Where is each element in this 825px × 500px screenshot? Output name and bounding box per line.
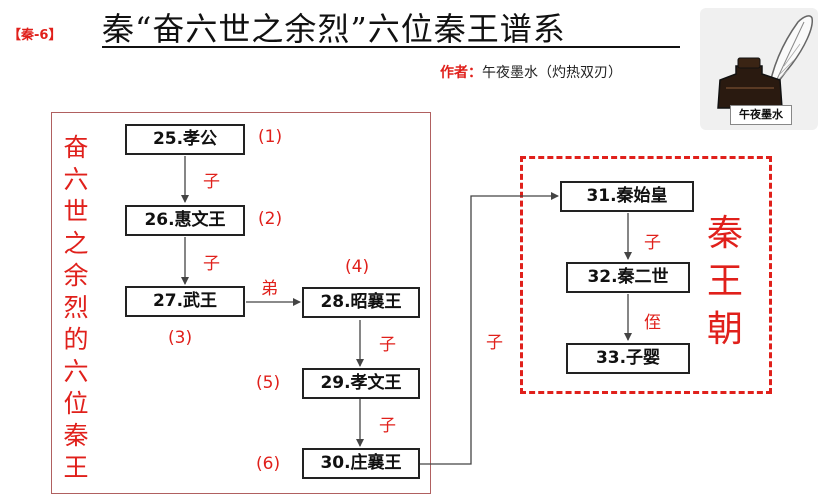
relation-label-son: 子 bbox=[203, 172, 220, 192]
relation-label-son: 子 bbox=[203, 254, 220, 274]
node-qinershi: 32.秦二世 bbox=[566, 262, 690, 293]
sequence-5: (5) bbox=[256, 373, 281, 393]
sequence-4: (4) bbox=[345, 257, 370, 277]
author-label: 作者： bbox=[440, 65, 482, 81]
title-underline bbox=[102, 46, 680, 48]
author-name: 午夜墨水（灼热双刃） bbox=[482, 65, 622, 81]
node-xiaowenwang: 29.孝文王 bbox=[302, 368, 420, 399]
relation-label-son: 子 bbox=[379, 416, 396, 436]
relation-label-son: 子 bbox=[379, 335, 396, 355]
six-kings-frame bbox=[51, 112, 431, 494]
ink-bottle-quill-icon bbox=[717, 15, 813, 109]
page-title: 秦“奋六世之余烈”六位秦王谱系 bbox=[102, 10, 566, 48]
logo-text: 午夜墨水 bbox=[730, 105, 792, 125]
six-kings-caption: 奋六世之余烈的六位秦王 bbox=[63, 133, 89, 482]
node-zhuangxiangwang: 30.庄襄王 bbox=[302, 448, 420, 479]
node-huiwenwang: 26.惠文王 bbox=[125, 205, 245, 236]
node-qinshihuang: 31.秦始皇 bbox=[560, 181, 694, 212]
qin-dynasty-caption: 秦王朝 bbox=[706, 213, 743, 350]
edge-30-31 bbox=[420, 192, 559, 465]
node-zhaoxiangwang: 28.昭襄王 bbox=[302, 287, 420, 318]
relation-label-son: 子 bbox=[644, 233, 661, 253]
relation-label-younger-brother: 弟 bbox=[261, 279, 278, 299]
qin-dynasty-frame bbox=[520, 156, 772, 394]
node-wuwang: 27.武王 bbox=[125, 286, 245, 317]
author-line: 作者：午夜墨水（灼热双刃） bbox=[440, 62, 622, 82]
logo: 午夜墨水 bbox=[700, 8, 818, 130]
sequence-1: (1) bbox=[258, 127, 283, 147]
node-ziying: 33.子婴 bbox=[566, 343, 690, 374]
node-xiaogong: 25.孝公 bbox=[125, 124, 245, 155]
sequence-6: (6) bbox=[256, 454, 281, 474]
sequence-3: (3) bbox=[168, 328, 193, 348]
relation-label-nephew: 侄 bbox=[644, 313, 661, 333]
section-tag: 【秦-6】 bbox=[8, 28, 62, 43]
sequence-2: (2) bbox=[258, 209, 283, 229]
relation-label-son: 子 bbox=[486, 333, 503, 353]
